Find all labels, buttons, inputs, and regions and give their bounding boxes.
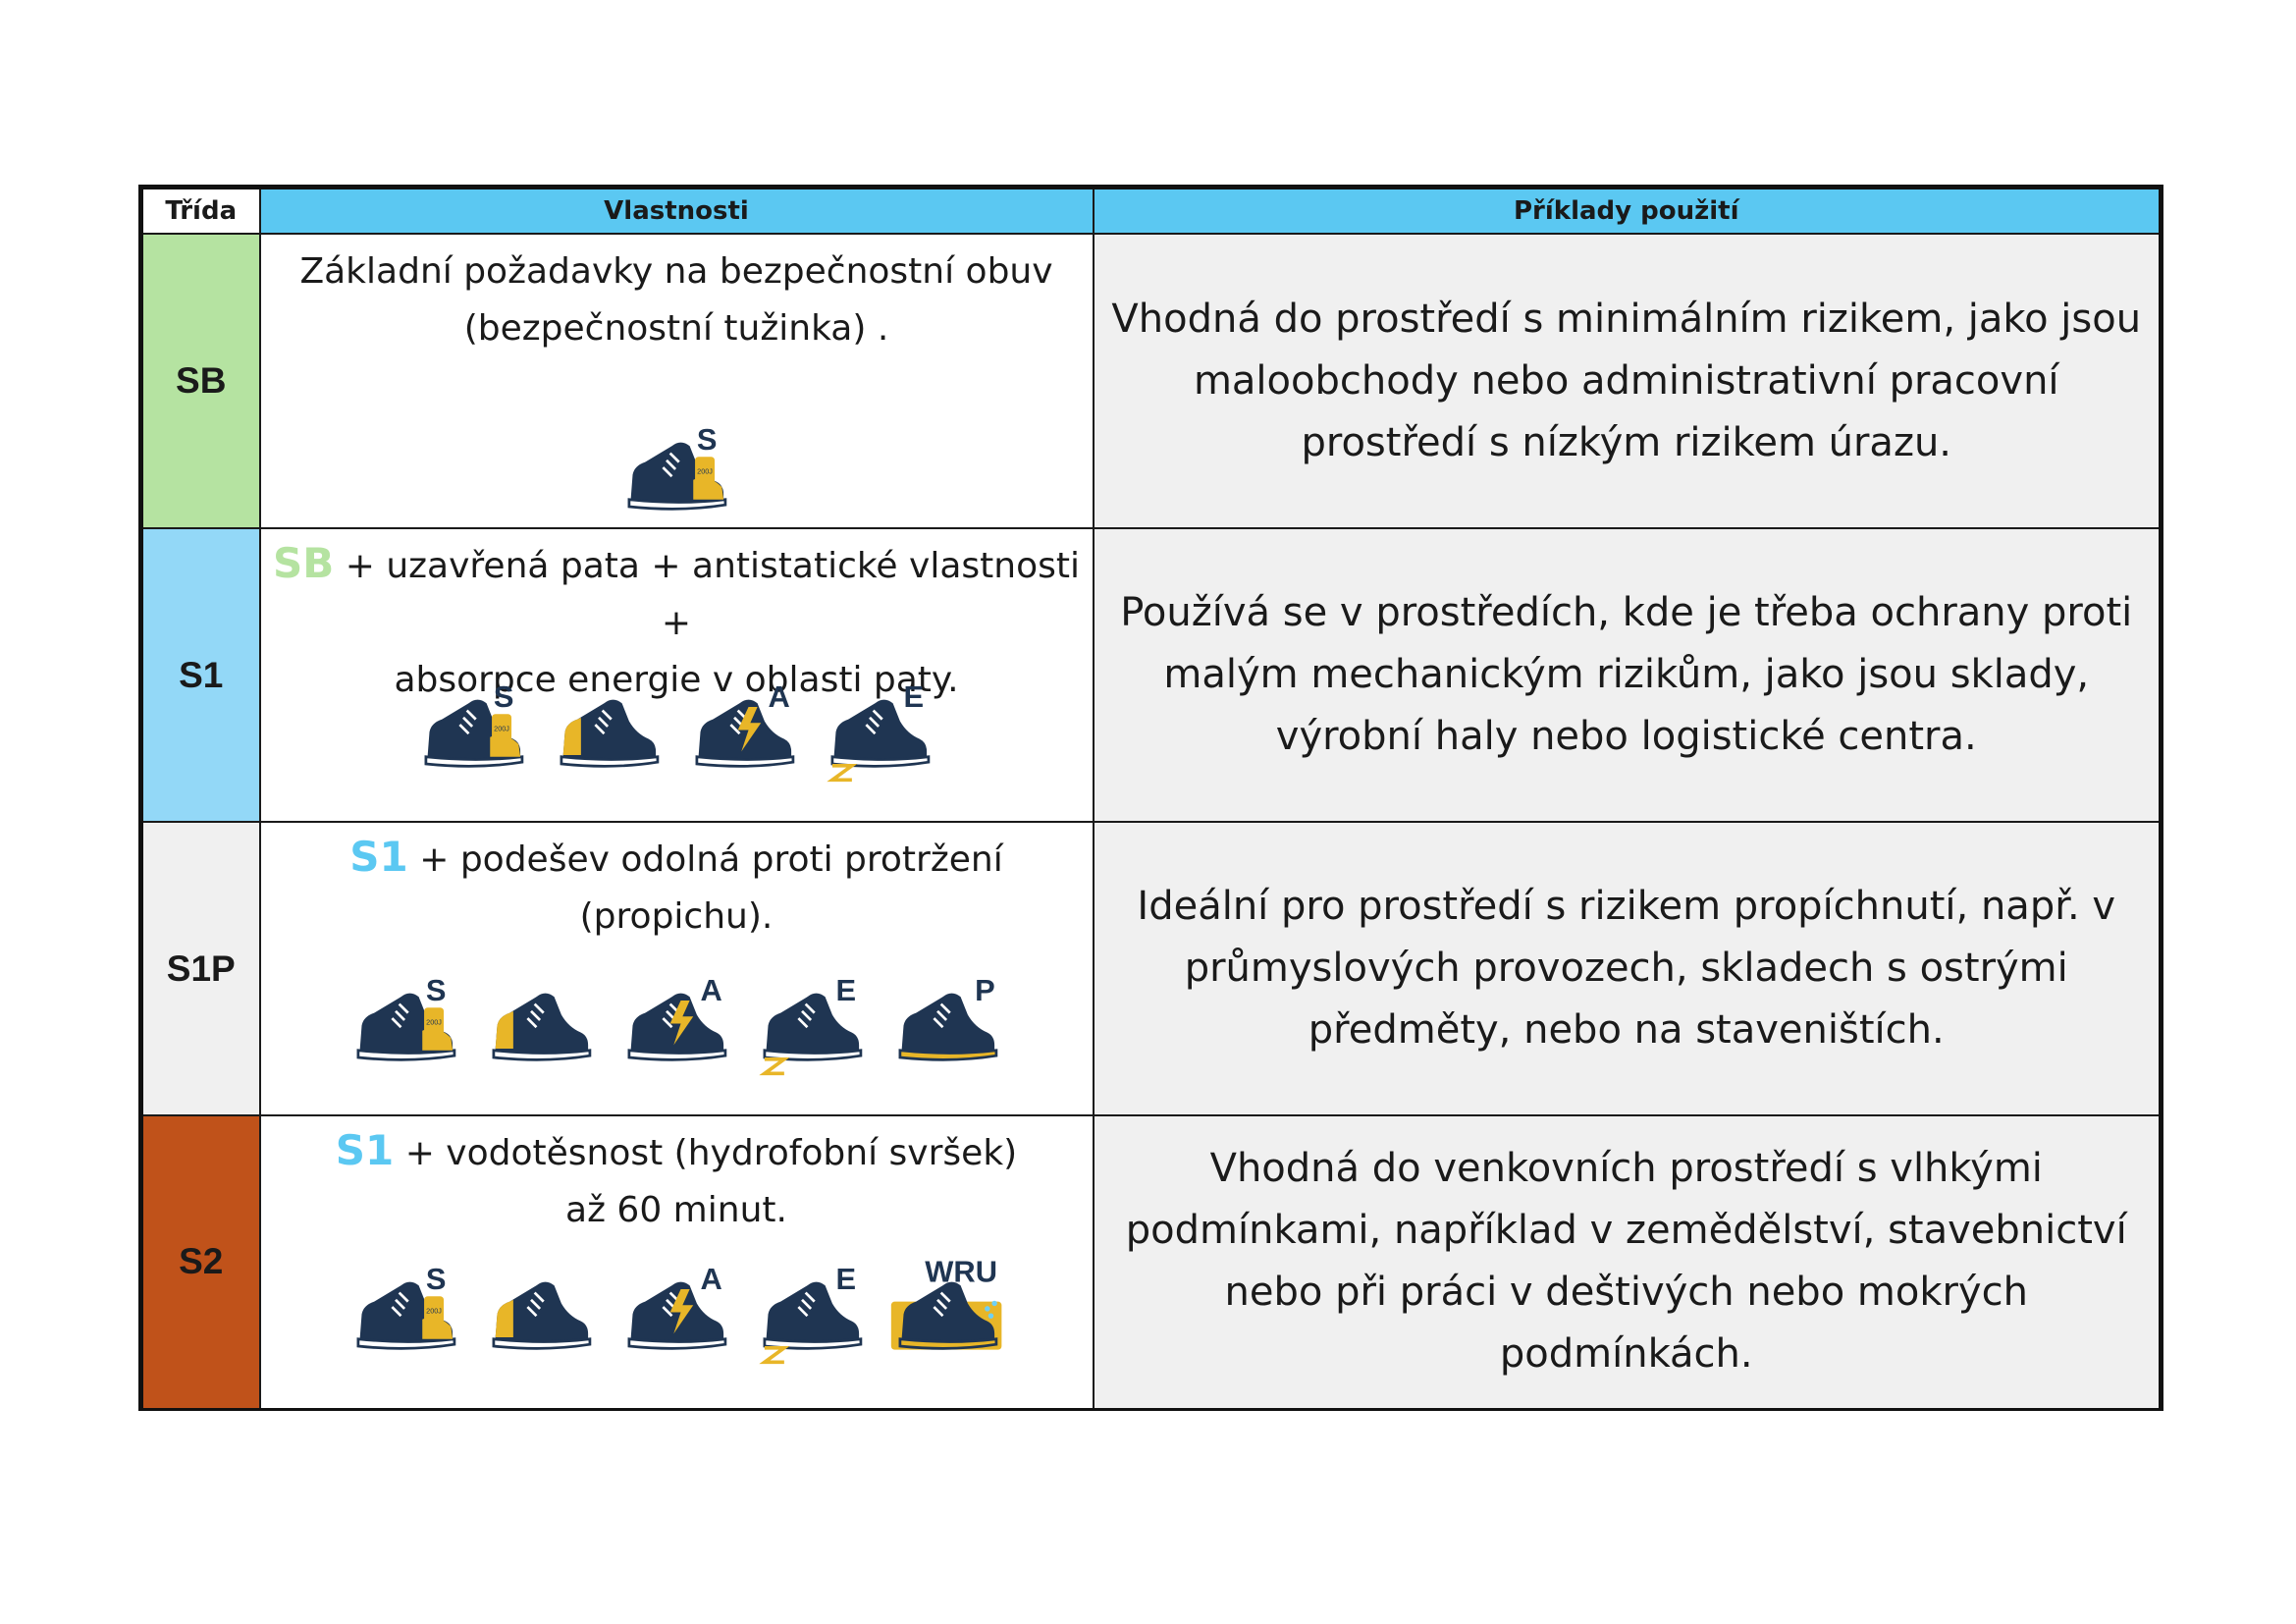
shoe-energy-absorption-icon: E bbox=[754, 1249, 870, 1367]
shoe-antistatic-icon: A bbox=[618, 960, 734, 1078]
svg-text:WRU: WRU bbox=[925, 1255, 997, 1289]
usage-cell: Používá se v prostředích, kde je třeba o… bbox=[1092, 527, 2163, 823]
class-label: S2 bbox=[179, 1241, 224, 1282]
shoe-energy-absorption-icon: E bbox=[754, 960, 870, 1078]
usage-cell: Vhodná do prostředí s minimálním rizikem… bbox=[1092, 233, 2163, 529]
svg-text:200J: 200J bbox=[426, 1306, 442, 1315]
svg-text:E: E bbox=[904, 679, 925, 714]
shoe-closed-heel-icon bbox=[551, 667, 667, 785]
class-label: S1P bbox=[166, 947, 236, 989]
shoe-toecap-icon: 200J S bbox=[347, 960, 463, 1078]
shoe-water-resistant-icon: WRU bbox=[889, 1249, 1005, 1367]
svg-text:A: A bbox=[701, 973, 722, 1007]
svg-text:P: P bbox=[975, 973, 995, 1007]
svg-text:A: A bbox=[769, 679, 790, 714]
header-class: Třída bbox=[138, 185, 261, 235]
svg-text:S: S bbox=[426, 973, 447, 1007]
properties-text: S1 + vodotěsnost (hydrofobní svršek)až 6… bbox=[335, 1126, 1018, 1230]
svg-text:E: E bbox=[836, 1262, 857, 1296]
icon-row: 200J S bbox=[261, 409, 1093, 527]
svg-text:S: S bbox=[494, 679, 514, 714]
properties-cell: S1 + vodotěsnost (hydrofobní svršek)až 6… bbox=[258, 1114, 1095, 1411]
properties-cell: Základní požadavky na bezpečnostní obuv(… bbox=[258, 233, 1095, 529]
svg-text:200J: 200J bbox=[426, 1017, 442, 1026]
class-cell: S1P bbox=[138, 821, 261, 1116]
table-row: SB Základní požadavky na bezpečnostní ob… bbox=[138, 233, 2163, 529]
shoe-energy-absorption-icon: E bbox=[822, 667, 937, 785]
class-cell: S1 bbox=[138, 527, 261, 823]
usage-cell: Ideální pro prostředí s rizikem propíchn… bbox=[1092, 821, 2163, 1116]
class-label: S1 bbox=[179, 654, 224, 695]
shoe-closed-heel-icon bbox=[483, 1249, 599, 1367]
shoe-toecap-icon: 200J S bbox=[618, 409, 734, 527]
header-row: Třída Vlastnosti Příklady použití bbox=[138, 185, 2163, 235]
class-label: SB bbox=[176, 360, 227, 401]
shoe-penetration-icon: P bbox=[889, 960, 1005, 1078]
safety-footwear-table: Třída Vlastnosti Příklady použití SB Zák… bbox=[138, 185, 2163, 1411]
ref-class: S1 bbox=[349, 833, 408, 881]
icon-row: 200J S A E P bbox=[261, 960, 1093, 1078]
shoe-antistatic-icon: A bbox=[686, 667, 802, 785]
usage-cell: Vhodná do venkovních prostředí s vlhkými… bbox=[1092, 1114, 2163, 1411]
class-cell: SB bbox=[138, 233, 261, 529]
shoe-antistatic-icon: A bbox=[618, 1249, 734, 1367]
ref-class: S1 bbox=[335, 1126, 395, 1174]
svg-text:200J: 200J bbox=[494, 724, 509, 732]
header-properties: Vlastnosti bbox=[258, 185, 1095, 235]
svg-text:S: S bbox=[697, 422, 718, 457]
properties-text: SB + uzavřená pata + antistatické vlastn… bbox=[273, 539, 1080, 700]
shoe-closed-heel-icon bbox=[483, 960, 599, 1078]
shoe-toecap-icon: 200J S bbox=[415, 667, 531, 785]
properties-cell: S1 + podešev odolná proti protržení (pro… bbox=[258, 821, 1095, 1116]
ref-class: SB bbox=[273, 539, 335, 587]
table-row: S1 SB + uzavřená pata + antistatické vla… bbox=[138, 527, 2163, 823]
properties-text: S1 + podešev odolná proti protržení (pro… bbox=[349, 833, 1003, 937]
icon-row: 200J S A E bbox=[261, 667, 1093, 785]
properties-text: Základní požadavky na bezpečnostní obuv(… bbox=[299, 251, 1053, 349]
properties-cell: SB + uzavřená pata + antistatické vlastn… bbox=[258, 527, 1095, 823]
svg-text:S: S bbox=[426, 1262, 447, 1296]
table-row: S1P S1 + podešev odolná proti protržení … bbox=[138, 821, 2163, 1116]
icon-row: 200J S A E WRU bbox=[261, 1249, 1093, 1367]
svg-text:A: A bbox=[701, 1262, 722, 1296]
svg-text:200J: 200J bbox=[697, 466, 713, 475]
header-usage: Příklady použití bbox=[1092, 185, 2163, 235]
shoe-toecap-icon: 200J S bbox=[347, 1249, 463, 1367]
class-cell: S2 bbox=[138, 1114, 261, 1411]
svg-text:E: E bbox=[836, 973, 857, 1007]
table-row: S2 S1 + vodotěsnost (hydrofobní svršek)a… bbox=[138, 1114, 2163, 1411]
